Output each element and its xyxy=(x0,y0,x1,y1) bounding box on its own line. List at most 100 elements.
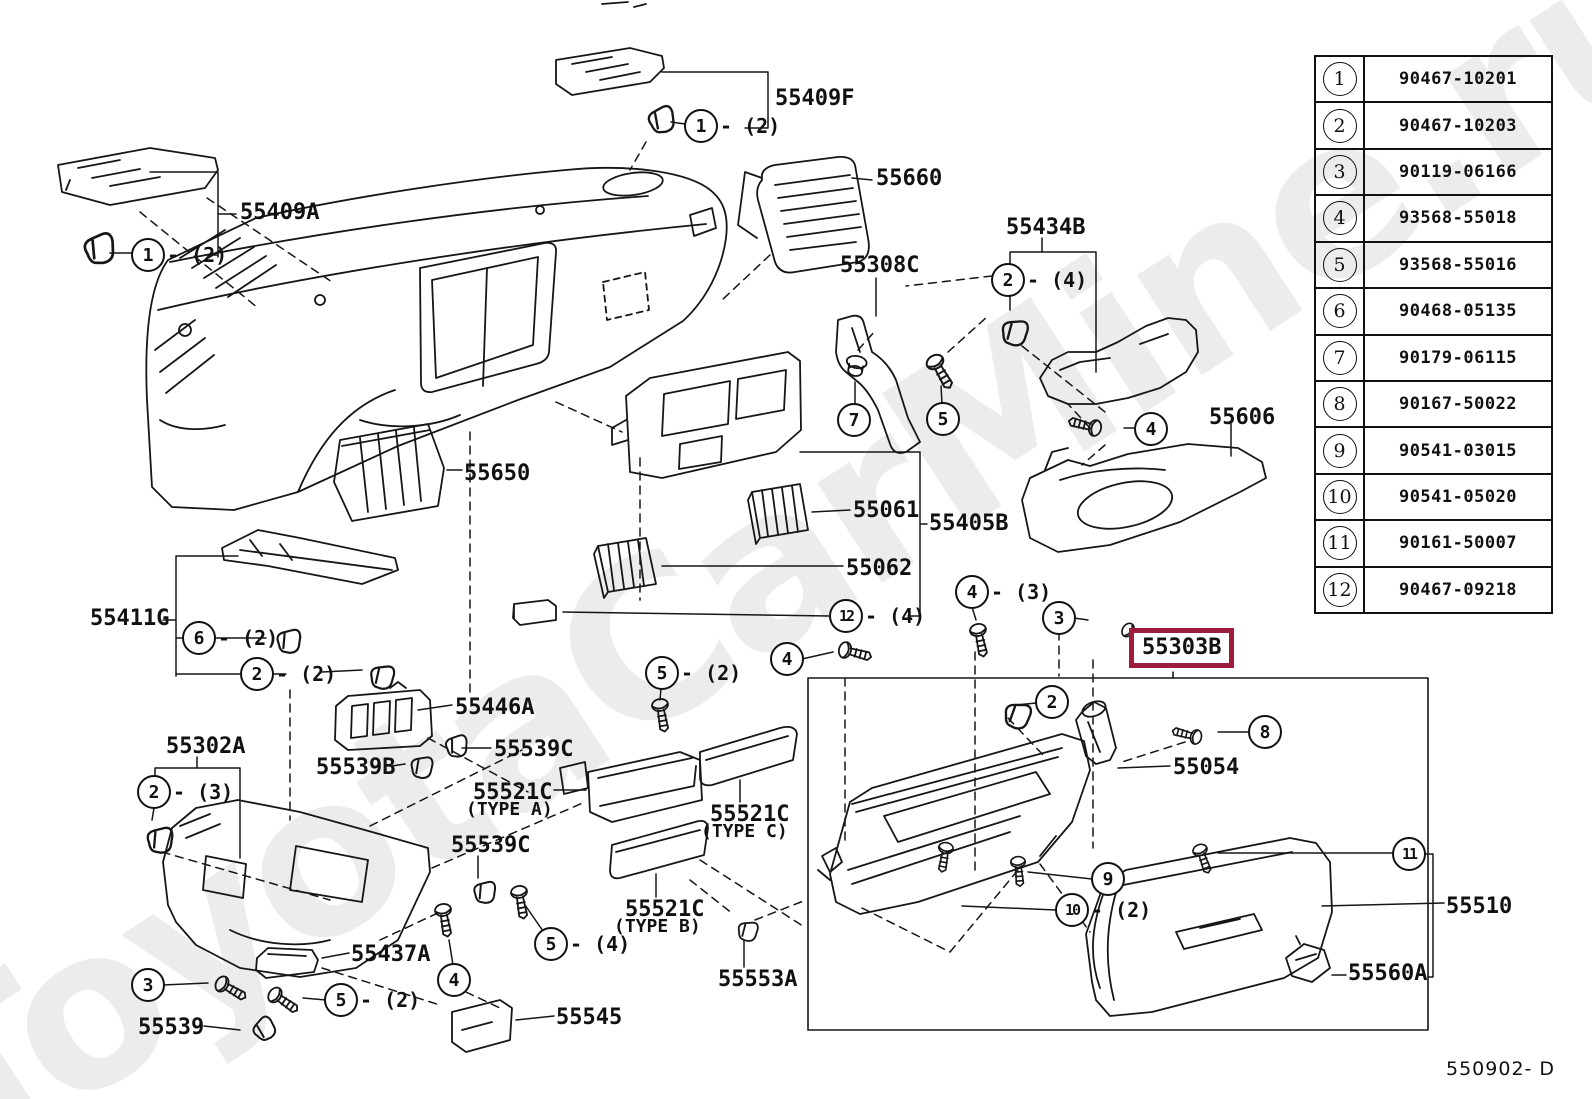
part-number-cell[interactable]: 90179-06115 xyxy=(1398,347,1518,368)
callout-qty: - (2) xyxy=(360,988,421,1012)
part-label-55054[interactable]: 55054 xyxy=(1173,755,1240,780)
callout-2[interactable]: 2- (3) xyxy=(137,775,233,809)
row-index-circle: 2 xyxy=(1316,103,1365,148)
part-label-typeb[interactable]: (TYPE B) xyxy=(614,916,701,937)
callout-5[interactable]: 5- (2) xyxy=(324,983,420,1017)
part-label-55539[interactable]: 55539 xyxy=(138,1015,205,1040)
callout-3[interactable]: 3 xyxy=(1042,601,1076,635)
part-number-cell[interactable]: 90467-09218 xyxy=(1398,579,1518,600)
callout-4[interactable]: 4- (3) xyxy=(955,575,1051,609)
part-number-cell[interactable]: 90541-03015 xyxy=(1398,440,1518,461)
callout-qty: - (3) xyxy=(991,580,1052,604)
part-label-55545[interactable]: 55545 xyxy=(556,1005,623,1030)
dashboard-art xyxy=(145,166,802,511)
callout-5[interactable]: 5 xyxy=(926,402,960,436)
glovebox-section-frame xyxy=(807,671,1429,1031)
table-row[interactable]: 9 90541-03015 xyxy=(1316,428,1551,475)
table-row[interactable]: 1 90467-10201 xyxy=(1316,57,1551,104)
part-label-55521c[interactable]: 55521C xyxy=(625,897,705,922)
callout-2[interactable]: 2- (4) xyxy=(991,263,1087,297)
part-label-55553a[interactable]: 55553A xyxy=(718,967,798,992)
part-label-55560a[interactable]: 55560A xyxy=(1348,961,1428,986)
part-label-55539c[interactable]: 55539C xyxy=(494,737,574,762)
callout-2[interactable]: 2 xyxy=(1035,685,1069,719)
part-label-55660[interactable]: 55660 xyxy=(876,166,943,191)
part-label-55061[interactable]: 55061 xyxy=(853,498,920,523)
part-number-cell[interactable]: 90541-05020 xyxy=(1398,487,1518,507)
part-label-55510[interactable]: 55510 xyxy=(1446,894,1513,919)
callout-4[interactable]: 4 xyxy=(437,963,471,997)
row-index-circle: 9 xyxy=(1316,428,1365,473)
callout-1[interactable]: 1- (2) xyxy=(684,109,780,143)
part-label-55521c[interactable]: 55521C xyxy=(473,780,553,805)
callout-6[interactable]: 6- (2) xyxy=(182,621,278,655)
callout-qty: - (2) xyxy=(218,626,279,650)
callout-7[interactable]: 7 xyxy=(837,403,871,437)
part-label-55405b[interactable]: 55405B xyxy=(929,511,1009,536)
part-label-55437a[interactable]: 55437A xyxy=(351,942,431,967)
callout-9[interactable]: 9 xyxy=(1091,862,1125,896)
part-label-55650[interactable]: 55650 xyxy=(464,461,531,486)
part-label-55521c[interactable]: 55521C xyxy=(710,802,790,827)
part-number-cell[interactable]: 90468-05135 xyxy=(1398,301,1518,322)
part-label-55302a[interactable]: 55302A xyxy=(166,734,246,759)
callout-11[interactable]: 11 xyxy=(1392,837,1426,871)
highlighted-part-label[interactable]: 55303B xyxy=(1129,628,1235,668)
callout-4[interactable]: 4 xyxy=(770,642,804,676)
part-label-55434b[interactable]: 55434B xyxy=(1006,215,1086,240)
part-label-55409f[interactable]: 55409F xyxy=(775,86,855,111)
dashed-lines xyxy=(139,141,1186,1009)
part-label-55539c[interactable]: 55539C xyxy=(451,833,531,858)
row-index-circle: 6 xyxy=(1316,289,1365,334)
callout-qty: - (2) xyxy=(681,661,742,685)
table-row[interactable]: 6 90468-05135 xyxy=(1316,289,1551,336)
part-label-55446a[interactable]: 55446A xyxy=(455,695,535,720)
part-label-55539b[interactable]: 55539B xyxy=(316,755,396,780)
callout-3[interactable]: 3 xyxy=(131,968,165,1002)
part-label-55411g[interactable]: 55411G xyxy=(90,606,170,631)
callout-qty: - (4) xyxy=(570,932,631,956)
row-index-circle: 5 xyxy=(1316,242,1365,288)
part-number-cell[interactable]: 90467-10201 xyxy=(1398,69,1518,90)
part-label-55062[interactable]: 55062 xyxy=(846,556,913,581)
table-row[interactable]: 10 90541-05020 xyxy=(1316,474,1551,522)
callout-qty: - (2) xyxy=(167,243,228,267)
callout-2[interactable]: 2- (2) xyxy=(240,657,336,691)
table-row[interactable]: 7 90179-06115 xyxy=(1316,335,1551,382)
row-index-circle: 7 xyxy=(1316,335,1365,380)
table-row[interactable]: 5 93568-55016 xyxy=(1316,242,1551,290)
callout-qty: - (2) xyxy=(720,114,781,138)
callout-1[interactable]: 1- (2) xyxy=(131,238,227,272)
part-number-cell[interactable]: 90467-10203 xyxy=(1398,115,1518,136)
part-label-55409a[interactable]: 55409A xyxy=(240,200,320,225)
part-label-typea[interactable]: (TYPE A) xyxy=(466,799,553,820)
callout-qty: - (4) xyxy=(1027,268,1088,292)
part-number-cell[interactable]: 93568-55018 xyxy=(1398,208,1518,229)
callout-5[interactable]: 5- (2) xyxy=(645,656,741,690)
part-label-55308c[interactable]: 55308C xyxy=(840,253,920,278)
callout-qty: - (3) xyxy=(173,780,234,804)
part-number-cell[interactable]: 90167-50022 xyxy=(1398,394,1518,415)
part-number-cell[interactable]: 93568-55016 xyxy=(1398,254,1518,275)
row-index-circle: 1 xyxy=(1316,57,1365,102)
callout-8[interactable]: 8 xyxy=(1248,715,1282,749)
callout-4[interactable]: 4 xyxy=(1134,412,1168,446)
row-index-circle: 10 xyxy=(1316,474,1365,520)
part-label-typec[interactable]: (TYPE C) xyxy=(701,821,788,842)
drawing-number: 550902- D xyxy=(1446,1058,1556,1080)
callout-12[interactable]: 12- (4) xyxy=(829,599,925,633)
callout-5[interactable]: 5- (4) xyxy=(534,927,630,961)
part-label-55606[interactable]: 55606 xyxy=(1209,405,1276,430)
part-number-cell[interactable]: 90119-06166 xyxy=(1398,162,1518,183)
callout-10[interactable]: 10- (2) xyxy=(1055,893,1151,927)
part-number-cell[interactable]: 90161-50007 xyxy=(1398,533,1518,554)
table-row[interactable]: 2 90467-10203 xyxy=(1316,103,1551,150)
